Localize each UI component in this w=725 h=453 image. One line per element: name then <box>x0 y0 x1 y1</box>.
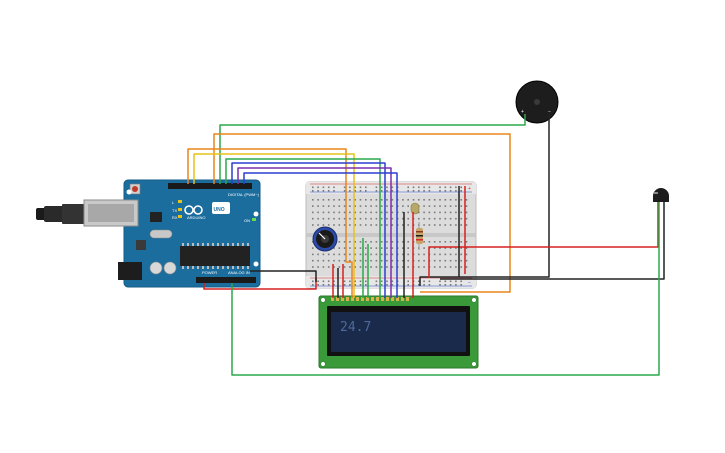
usb-cable <box>36 208 46 220</box>
analog-label: ANALOG IN <box>228 270 250 275</box>
on-led-label: ON <box>244 218 250 223</box>
digital-label: DIGITAL (PWM~) <box>228 192 260 197</box>
potentiometer[interactable] <box>312 226 338 252</box>
piezo-buzzer[interactable]: + − <box>515 80 559 124</box>
arduino-logo: ARDUINO <box>184 205 205 220</box>
temperature-sensor[interactable] <box>653 188 669 202</box>
lcd-display[interactable]: 24.7 <box>318 295 479 369</box>
crystal <box>149 229 173 239</box>
wire-purple-lcd[interactable] <box>237 167 392 298</box>
wire-yellow-lcd[interactable] <box>193 153 355 298</box>
capacitor <box>149 261 163 275</box>
capacitor <box>163 261 177 275</box>
led[interactable] <box>410 202 420 215</box>
buzzer-plus-label: + <box>521 109 524 115</box>
rx-led-label: RX <box>172 215 178 220</box>
wire-black-sensor[interactable] <box>440 202 665 280</box>
wire-orange-lcd[interactable] <box>187 148 353 298</box>
power-label: POWER <box>202 270 217 275</box>
usb-chip <box>150 212 162 222</box>
arduino-uno-board[interactable]: ARDUINO UNO DIGITAL (PWM~) L TX RX ON PO… <box>36 179 261 288</box>
breadboard-minus-label: − <box>468 280 471 286</box>
wire-green-lcd-1[interactable] <box>225 158 381 298</box>
wire-blue-lcd-2[interactable] <box>243 172 398 298</box>
lcd-screen <box>331 312 466 352</box>
atmega-chip-pins <box>182 243 249 269</box>
resistor[interactable] <box>416 222 423 250</box>
wire-red-sensor[interactable] <box>428 202 659 278</box>
wire-orange-long[interactable] <box>213 133 511 293</box>
digital-header <box>168 183 252 189</box>
uno-badge <box>212 202 230 214</box>
breadboard-plus-label: + <box>468 186 471 192</box>
l-led-label: L <box>172 200 175 205</box>
lcd-pin-header <box>331 297 409 301</box>
lcd-text: 24.7 <box>340 320 371 335</box>
tx-led-label: TX <box>172 208 177 213</box>
wires <box>187 114 665 376</box>
power-analog-header <box>196 277 256 283</box>
buzzer-minus-label: − <box>548 109 551 115</box>
wire-blue-lcd[interactable] <box>231 162 386 298</box>
atmega-chip <box>180 246 250 266</box>
arduino-brand-label: ARDUINO <box>187 215 205 220</box>
power-jack <box>118 262 142 280</box>
wire-green-sensor[interactable] <box>231 202 660 376</box>
uno-label: UNO <box>214 207 225 213</box>
wire-black-gnd[interactable] <box>250 270 317 282</box>
wire-black-buzzer[interactable] <box>419 114 550 286</box>
wire-red-power[interactable] <box>203 278 317 290</box>
